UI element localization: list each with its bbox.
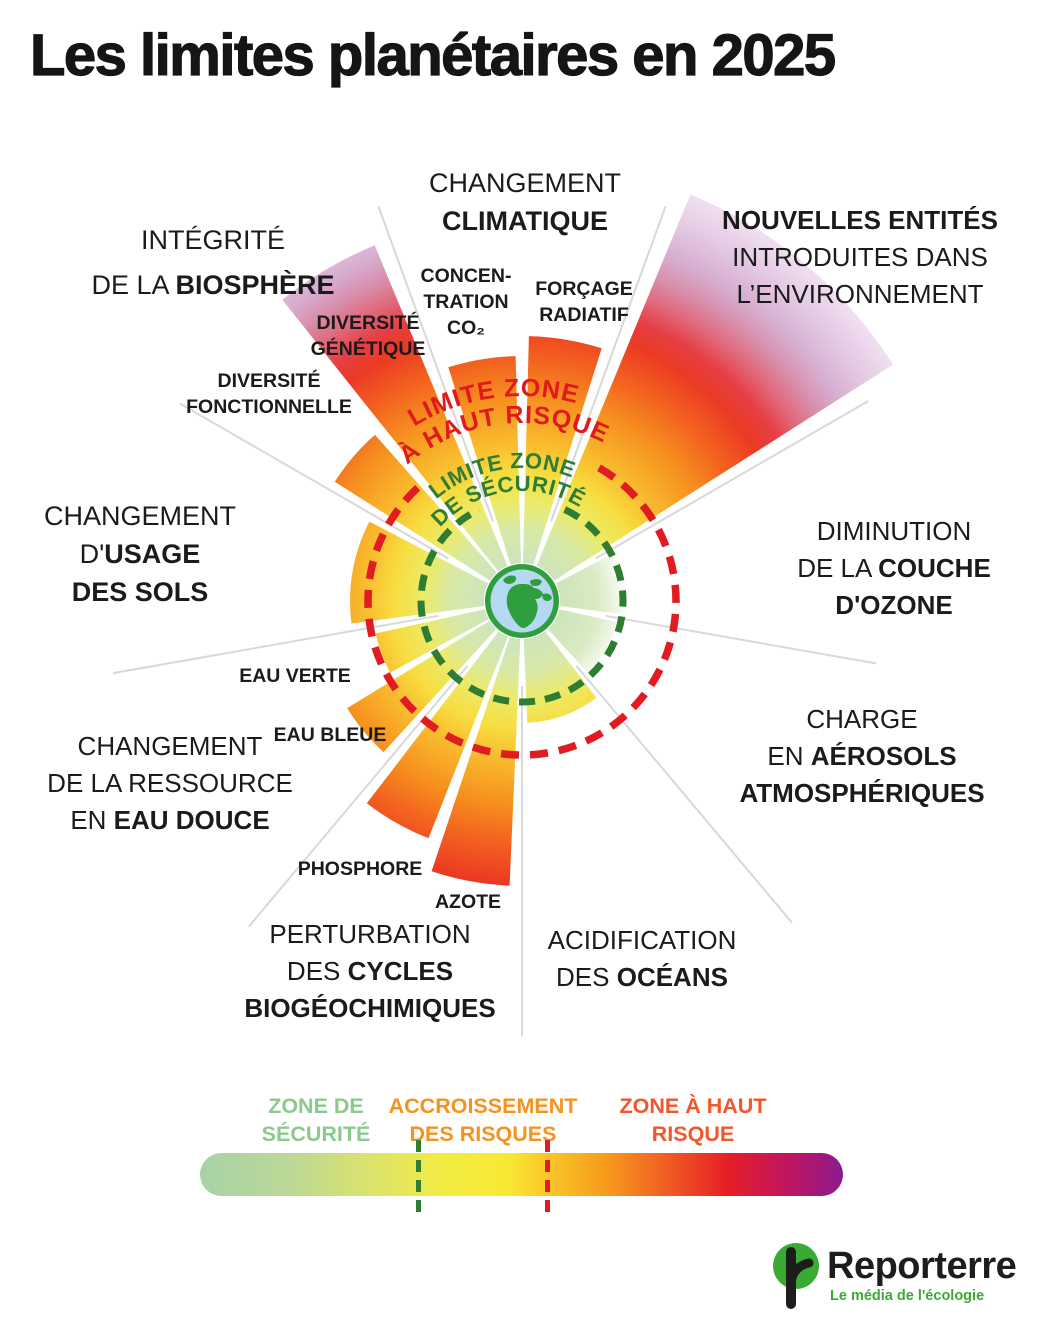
sector-label-land-use: CHANGEMENT D'USAGE DES SOLS (43, 501, 237, 607)
sector-label-biogeochemical: PERTURBATION DES CYCLES BIOGÉOCHIMIQUES (244, 919, 496, 1023)
sector-label-freshwater: CHANGEMENT DE LA RESSOURCE EN EAU DOUCE (47, 731, 293, 835)
safe-zone-dashed-ring (417, 506, 627, 706)
reporterre-logo-name: Reporterre (827, 1245, 1017, 1287)
sector-label-oceans: ACIDIFICATION DES OCÉANS (547, 925, 737, 992)
sector-label-climate: CHANGEMENT CLIMATIQUE (428, 168, 622, 236)
sublabel-co2: CONCEN- TRATION CO₂ (420, 265, 512, 339)
sector-divider-line (575, 665, 793, 924)
wedge-diversite-fonctionnelle (334, 434, 497, 581)
page-title: Les limites planétaires en 2025 (29, 22, 836, 88)
high-risk-dashed-ring (364, 464, 680, 759)
sector-divider-line (595, 400, 869, 560)
sector-divider-line (248, 665, 469, 928)
wedge-concentration-co2 (448, 356, 521, 565)
wedge-couche-ozone (555, 553, 626, 615)
sublabel-eau-verte: EAU VERTE (239, 665, 351, 687)
wedge-eau-bleue (347, 620, 497, 753)
sublabel-azote: AZOTE (434, 891, 502, 913)
wedge-forcage-radiatif (523, 336, 602, 565)
sector-label-novel-entities: NOUVELLES ENTITÉS INTRODUITES DANS L’ENV… (722, 205, 998, 309)
wedge-usage-des-sols (350, 521, 489, 624)
sector-divider-lines (113, 205, 877, 1036)
sector-label-aerosols: CHARGE EN AÉROSOLS ATMOSPHÉRIQUES (739, 704, 985, 808)
sublabel-diversite-genetique: DIVERSITÉ GÉNÉTIQUE (310, 312, 426, 360)
sector-divider-line (550, 205, 667, 522)
sublabel-phosphore: PHOSPHORE (297, 858, 423, 880)
sector-divider-line (179, 402, 449, 560)
sublabel-eau-bleue: EAU BLEUE (273, 724, 387, 746)
sublabel-diversite-fonctionnelle: DIVERSITÉ FONCTIONNELLE (186, 370, 352, 418)
legend-high-risk-limit-marker (545, 1140, 550, 1214)
legend-gradient-bar (200, 1153, 843, 1196)
wedge-diversite-genetique (282, 245, 508, 572)
wedge-aerosols (547, 609, 617, 673)
sector-divider-line (113, 614, 439, 675)
wedge-eau-verte (375, 609, 489, 673)
sector-divider-line (377, 205, 494, 522)
reporterre-logo-icon (773, 1243, 819, 1309)
reporterre-logo-tagline: Le média de l'écologie (830, 1288, 985, 1304)
sector-label-biosphere: INTÉGRITÉ DE LA BIOSPHÈRE (91, 225, 335, 300)
sublabel-forcage: FORÇAGE RADIATIF (535, 278, 633, 326)
sector-divider-line (605, 614, 877, 665)
wedge-phosphore (366, 631, 509, 839)
sector-label-ozone: DIMINUTION DE LA COUCHE D'OZONE (797, 516, 991, 620)
earth-globe-icon (485, 564, 559, 638)
legend-safe-limit-marker (416, 1140, 421, 1214)
wedge-acidification-oceans (523, 631, 597, 723)
